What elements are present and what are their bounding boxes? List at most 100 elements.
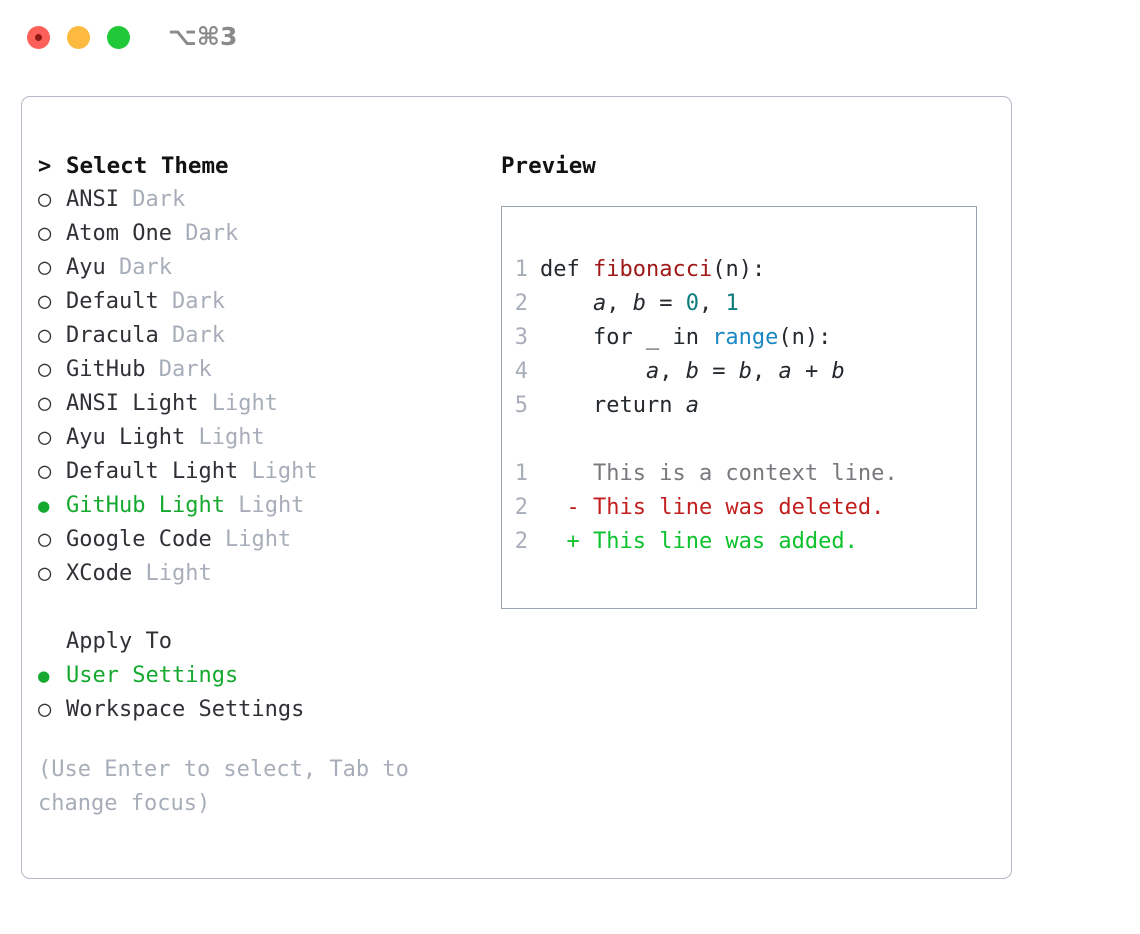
- theme-name-label: ANSI: [66, 187, 119, 212]
- line-number: 2: [514, 529, 528, 554]
- theme-list-item[interactable]: ○ANSI Dark: [38, 183, 488, 217]
- theme-variant-value: Dark: [158, 357, 212, 382]
- theme-list-item[interactable]: ○Default Dark: [38, 285, 488, 319]
- theme-list-item[interactable]: ○ Ayu Dark: [38, 251, 488, 285]
- theme-list: ○ANSI Dark○Atom One Dark○Ayu Dark○Defaul…: [38, 183, 488, 591]
- code-token: ,: [659, 359, 686, 384]
- diff-sign: -: [540, 495, 593, 520]
- code-token: +: [791, 359, 832, 384]
- diff-line: 1 This is a context line.: [502, 457, 976, 491]
- radio-unselected-icon: ○: [38, 323, 52, 348]
- theme-variant-label: [106, 251, 119, 285]
- maximize-window-button[interactable]: [107, 26, 130, 49]
- apply-to-item[interactable]: ●User Settings: [38, 659, 488, 693]
- radio-unselected-icon: ○: [38, 221, 52, 246]
- code-token: a: [592, 291, 607, 316]
- apply-to-header-label: Apply To: [66, 629, 172, 654]
- code-token: return: [540, 393, 686, 418]
- radio-selected-icon: ●: [38, 495, 50, 517]
- code-token: (n):: [712, 257, 766, 282]
- help-text: (Use Enter to select, Tab to change focu…: [38, 757, 423, 816]
- theme-list-item[interactable]: ○Atom One Dark: [38, 217, 488, 251]
- diff-sign: [540, 457, 593, 491]
- theme-list-header: > Select Theme: [38, 149, 488, 183]
- theme-variant-label: [198, 387, 211, 421]
- code-token: a: [645, 359, 660, 384]
- theme-variant-label: [212, 523, 225, 557]
- theme-variant-value: Dark: [185, 221, 239, 246]
- theme-name-label: Ayu: [66, 255, 106, 280]
- diff-line-content: This line was deleted.: [592, 495, 885, 520]
- theme-variant-label: [145, 353, 158, 387]
- diff-line-content: This line was added.: [592, 529, 858, 554]
- code-token: =: [698, 359, 739, 384]
- line-number: 2: [514, 495, 528, 520]
- theme-list-item[interactable]: ○XCode Light: [38, 557, 488, 591]
- keyboard-shortcut-label: ⌥⌘3: [168, 22, 238, 51]
- theme-name-label: GitHub Light: [66, 493, 225, 518]
- theme-list-item[interactable]: ● GitHub Light Light: [38, 489, 488, 523]
- close-window-button[interactable]: [27, 26, 50, 49]
- line-number: 1: [514, 257, 528, 282]
- code-token: 0: [685, 291, 699, 316]
- theme-list-item[interactable]: ○ Dracula Dark: [38, 319, 488, 353]
- apply-to-list: ●User Settings○Workspace Settings: [38, 659, 488, 727]
- code-line-content: def fibonacci(n):: [540, 253, 765, 287]
- title-bar: ⌥⌘3: [0, 0, 1140, 78]
- code-token: fibonacci: [592, 257, 713, 282]
- apply-to-label: Workspace Settings: [66, 697, 305, 722]
- diff-sign: +: [540, 529, 593, 554]
- code-token: b: [738, 359, 752, 384]
- theme-variant-value: Light: [211, 391, 278, 416]
- code-token: range: [712, 325, 779, 350]
- code-token: [540, 359, 646, 384]
- section-spacer: [38, 591, 488, 625]
- theme-list-item[interactable]: ○ANSI Light Light: [38, 387, 488, 421]
- code-token: 1: [725, 291, 739, 316]
- code-blank-line: [502, 423, 976, 457]
- theme-variant-value: Light: [224, 527, 292, 552]
- theme-variant-label: [119, 183, 132, 217]
- diff-line-content: This is a context line.: [592, 461, 898, 486]
- theme-name-label: Default Light: [66, 459, 239, 484]
- code-line-content: return a: [540, 389, 699, 423]
- code-token: for _ in: [540, 325, 713, 350]
- preview-title: Preview: [501, 153, 596, 179]
- theme-variant-value: Light: [251, 459, 318, 484]
- theme-variant-value: Dark: [171, 323, 225, 348]
- code-line-content: a, b = b, a + b: [540, 355, 845, 389]
- radio-unselected-icon: ○: [38, 255, 52, 280]
- theme-list-item[interactable]: ○Ayu Light Light: [38, 421, 488, 455]
- theme-name-label: Dracula: [66, 323, 159, 348]
- radio-unselected-icon: ○: [38, 357, 52, 382]
- theme-list-item[interactable]: ○ Default Light Light: [38, 455, 488, 489]
- theme-variant-label: [185, 421, 198, 455]
- radio-unselected-icon: ○: [38, 459, 52, 484]
- code-token: ,: [606, 291, 633, 316]
- line-number: 1: [514, 461, 528, 486]
- line-number: 4: [514, 359, 528, 384]
- code-token: =: [645, 291, 686, 316]
- theme-variant-value: Dark: [119, 255, 172, 280]
- code-token: b: [632, 291, 646, 316]
- theme-variant-label: [159, 319, 172, 353]
- code-token: a: [685, 393, 699, 418]
- theme-name-label: Ayu Light: [66, 425, 186, 450]
- radio-unselected-icon: ○: [38, 391, 52, 416]
- line-number: 2: [514, 291, 528, 316]
- diff-line: 2 + This line was added.: [502, 525, 976, 559]
- radio-unselected-icon: ○: [38, 561, 52, 586]
- theme-selector-column: > Select Theme ○ANSI Dark○Atom One Dark○…: [38, 149, 488, 821]
- theme-list-item[interactable]: ○Google Code Light: [38, 523, 488, 557]
- apply-to-item[interactable]: ○Workspace Settings: [38, 693, 488, 727]
- apply-to-header: ○ Apply To: [38, 625, 488, 659]
- code-token: [540, 291, 593, 316]
- theme-variant-value: Light: [238, 493, 305, 518]
- theme-list-item[interactable]: ○GitHub Dark: [38, 353, 488, 387]
- minimize-window-button[interactable]: [67, 26, 90, 49]
- theme-variant-label: [238, 455, 251, 489]
- theme-variant-value: Dark: [132, 187, 186, 212]
- code-line-content: for _ in range(n):: [540, 321, 831, 355]
- window-controls: [27, 26, 130, 49]
- code-line: 5 return a: [502, 389, 976, 423]
